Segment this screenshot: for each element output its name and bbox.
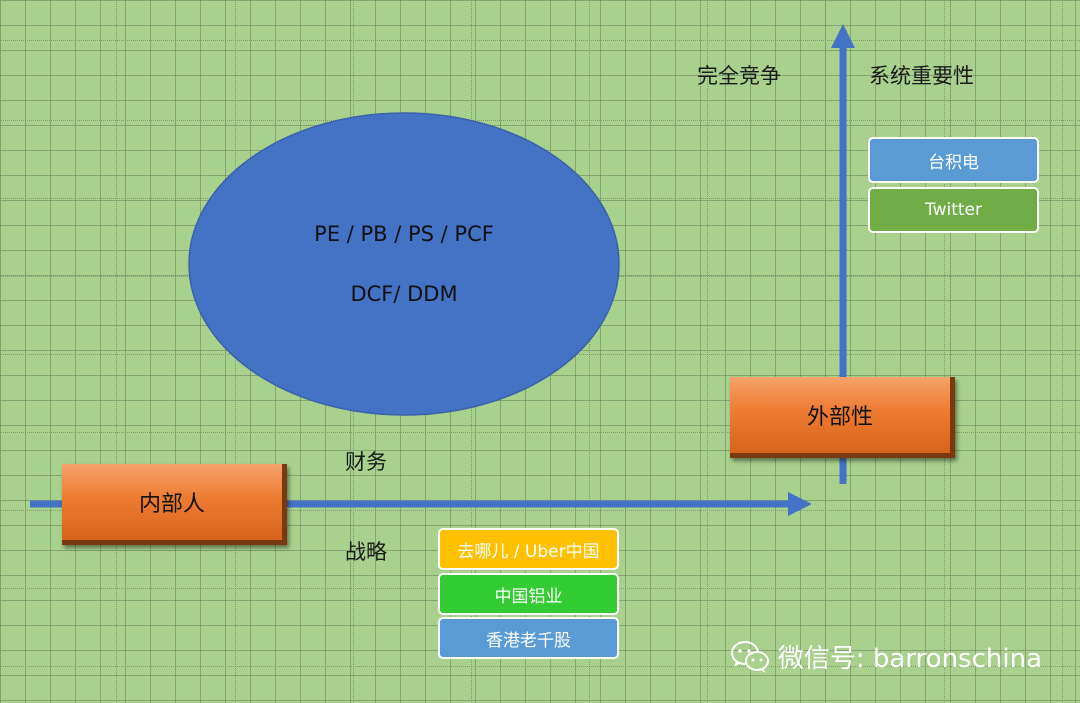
watermark-text: 微信号: barronschina (777, 644, 1042, 674)
gridline (0, 120, 1080, 121)
externality-label: 外部性 (806, 405, 873, 430)
insider-box: 内部人 (62, 464, 287, 545)
wechat-icon (730, 640, 769, 673)
wechat-watermark: 微信号: barronschina (730, 638, 1042, 675)
ellipse-line-2: DCF/ DDM (350, 282, 458, 306)
gridline (707, 0, 708, 703)
gridline (0, 510, 1080, 511)
tag-qunar-uber-label: 去哪儿 / Uber中国 (457, 541, 600, 562)
tag-hk-scam-stocks-label: 香港老千股 (486, 630, 571, 651)
y-axis-top-left-label: 完全竞争 (697, 64, 781, 88)
gridline (825, 0, 826, 703)
gridline (0, 432, 1080, 433)
gridline (0, 666, 1080, 667)
tag-chalco-label: 中国铝业 (494, 586, 563, 607)
gridline (116, 0, 117, 703)
tag-tsmc-label: 台积电 (928, 152, 979, 173)
tag-twitter: Twitter (868, 187, 1039, 233)
insider-label: 内部人 (138, 492, 205, 517)
x-axis-arrowhead (788, 492, 812, 516)
tag-hk-scam-stocks: 香港老千股 (438, 617, 619, 659)
gridline (589, 0, 590, 703)
tag-twitter-label: Twitter (925, 200, 982, 220)
y-axis-arrowhead (831, 24, 855, 48)
x-axis-upper-label: 财务 (345, 450, 387, 474)
gridline (0, 0, 1, 703)
x-axis-lower-label: 战略 (345, 540, 387, 564)
y-axis-top-right-label: 系统重要性 (869, 64, 974, 88)
tag-chalco: 中国铝业 (438, 573, 619, 615)
gridline (0, 40, 1080, 41)
tag-qunar-uber: 去哪儿 / Uber中国 (438, 528, 619, 570)
gridline (944, 0, 945, 703)
externality-box: 外部性 (730, 377, 955, 458)
gridline (1062, 0, 1063, 703)
valuation-ellipse (188, 112, 620, 416)
tag-tsmc: 台积电 (868, 137, 1039, 183)
ellipse-line-1: PE / PB / PS / PCF (314, 222, 494, 246)
